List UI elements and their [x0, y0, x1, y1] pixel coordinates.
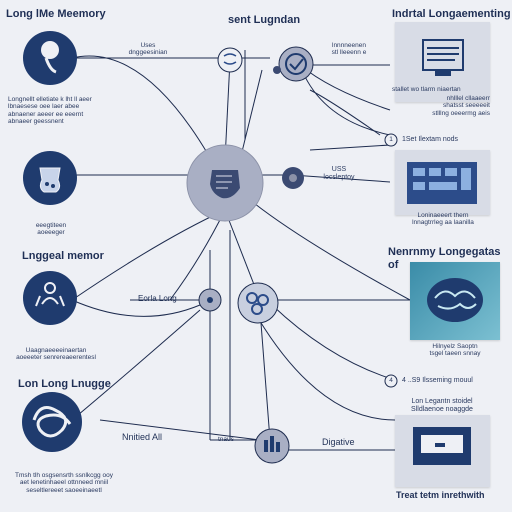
- right-panel-caption: Loninaeeert thern lnnagtrrleg aa laanill…: [412, 212, 474, 227]
- step-marker-4: [384, 374, 398, 388]
- node-left-3[interactable]: [23, 271, 77, 325]
- document-screen-icon: [413, 427, 471, 465]
- top-left-title: Long lMe Meemory: [6, 8, 106, 20]
- panel-bottom-right[interactable]: [395, 415, 490, 487]
- mind-head-icon: [41, 41, 59, 74]
- node-left-4[interactable]: [22, 392, 82, 452]
- node-check[interactable]: [278, 46, 314, 82]
- small-dot-node: [273, 66, 281, 74]
- connector-line: [291, 174, 391, 183]
- check-circle-icon: [285, 53, 307, 75]
- connector-line: [309, 89, 381, 136]
- left-block-1: Longnellt elletiate k lht ll aeer lbnaes…: [8, 96, 92, 126]
- knot-brain-icon: [32, 406, 72, 438]
- center-label: Eorla Long: [138, 294, 177, 303]
- bottom-mid-small: tnaus: [218, 436, 234, 443]
- bottom-left-title: Lon Long Lnugge: [18, 378, 111, 390]
- speech-wave-icon: [223, 53, 237, 65]
- step-1-text: 1Set Ilextam nods: [402, 136, 459, 143]
- connector-line: [239, 69, 263, 161]
- connector-lines: [71, 50, 411, 451]
- right-note-1: stallet wo tlarm niaertan: [392, 86, 461, 93]
- node-top-small[interactable]: [217, 47, 243, 73]
- left-mid-title: Lnggeal memor: [22, 250, 104, 262]
- uses-label: Uses dnggeesinian: [128, 42, 168, 57]
- node-bottom-data[interactable]: [254, 428, 290, 464]
- node-left-1[interactable]: [23, 31, 77, 85]
- uss-label: USS locsleptoy: [323, 166, 355, 182]
- right-note-2: nhlllel cllaaeerr shatsst seeeeeit stlll…: [432, 95, 490, 117]
- right-bottom-block: Lon Legantn stoidel Slldlaenoe noaggde: [411, 398, 473, 414]
- connector-line: [71, 309, 201, 421]
- connector-line: [257, 317, 396, 421]
- step-marker-1: [384, 133, 398, 147]
- bottom-mid-label: Nnitied All: [122, 432, 163, 442]
- brain-lab-icon: [39, 167, 61, 193]
- connector-line: [259, 309, 271, 441]
- node-uss[interactable]: [282, 167, 304, 189]
- node-brain-cluster[interactable]: [237, 282, 279, 324]
- connector-line: [271, 304, 396, 381]
- sequence-chart-icon: [422, 39, 464, 76]
- panel-mid-right[interactable]: [395, 150, 490, 215]
- step-1-number: 1: [389, 136, 393, 143]
- connector-line: [71, 299, 201, 317]
- step-4-text: 4 ..S9 Ilsseming mouul: [402, 377, 473, 384]
- panel-top-right[interactable]: [395, 22, 490, 102]
- digative-label: Digative: [322, 437, 355, 447]
- node-left-2[interactable]: [23, 151, 77, 205]
- top-center-title: sent Lugndan: [228, 14, 301, 26]
- mid-top-label: lnnnneenen stl lleeenn e: [331, 42, 367, 57]
- connector-line: [99, 419, 261, 441]
- bottom-right-title: Treat tetm inrethwith: [396, 490, 485, 500]
- data-bars-icon: [264, 436, 280, 452]
- left-block-3: Uaagnaeeeeinaertan aoeeeter senrereaeere…: [16, 347, 96, 362]
- person-network-icon: [35, 282, 65, 307]
- left-block-4: Tmsh tlh osgsensrth ssnlkcgg ooy aet len…: [15, 472, 113, 494]
- right-mid-title: Nenrnmy Longegatas of: [388, 246, 501, 271]
- connector-line: [309, 144, 391, 151]
- step-4-number: 4: [389, 377, 393, 384]
- brain-cluster-icon: [246, 292, 269, 315]
- memory-hand-icon: [210, 170, 240, 199]
- central-hub-node[interactable]: [186, 144, 264, 222]
- left-block-2: eeegtiteen aoeeeger: [35, 222, 67, 237]
- panel-teal-brain[interactable]: [410, 262, 500, 340]
- top-right-title: Indrtal Longaementing: [392, 8, 511, 20]
- connector-line: [249, 199, 411, 301]
- dashboard-grid-icon: [407, 162, 477, 204]
- node-eorla[interactable]: [198, 288, 222, 312]
- connector-line: [299, 64, 391, 111]
- teal-caption: Hilnyelz Saoptn tsgel taeen snnay: [429, 343, 481, 358]
- glowing-brain-icon: [427, 278, 483, 322]
- connector-line: [224, 59, 231, 161]
